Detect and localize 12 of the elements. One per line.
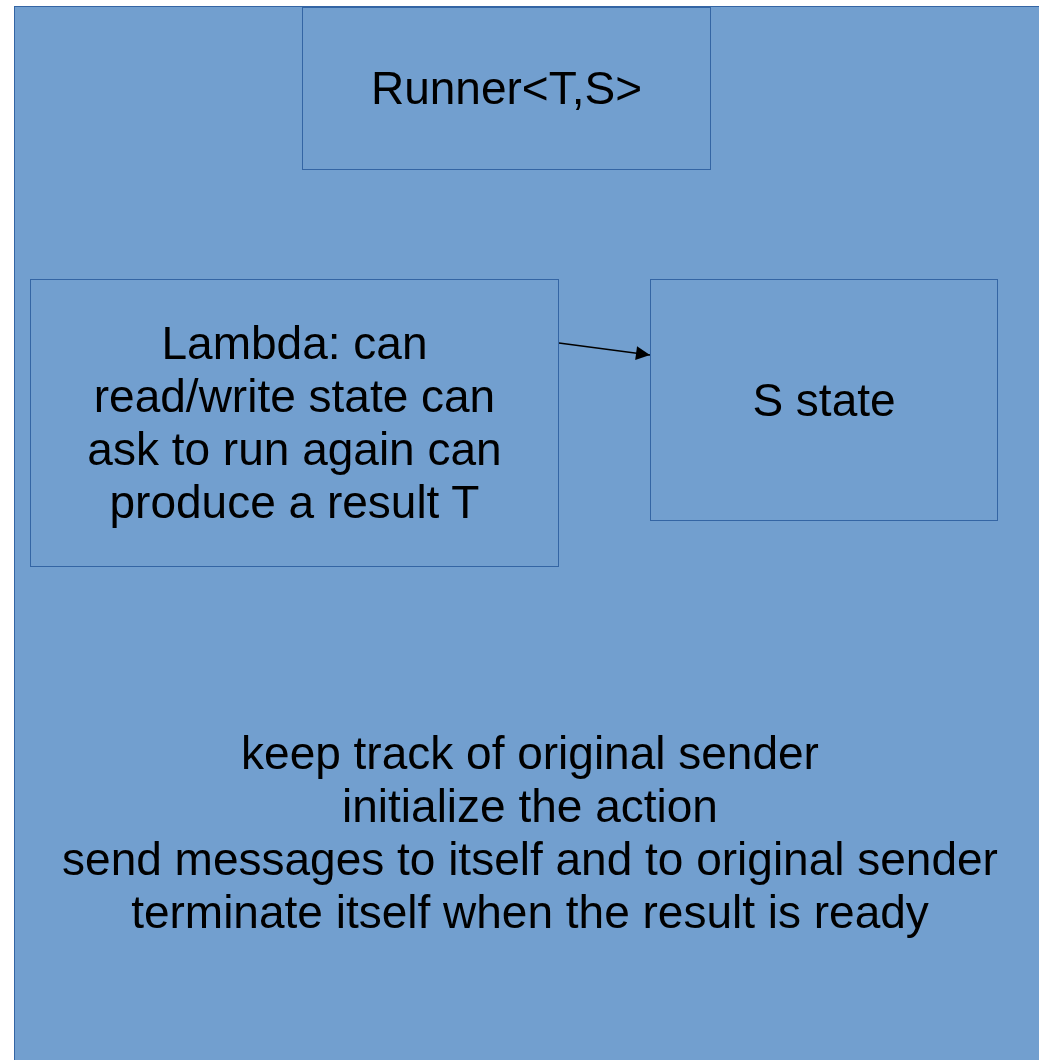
class-box — [302, 7, 711, 170]
description-text: terminate itself when the result is ready — [131, 886, 929, 939]
container-box — [14, 6, 1039, 1060]
node-label: S state — [752, 373, 896, 427]
state-box — [650, 279, 998, 521]
arrow — [558, 342, 651, 361]
lambda-box — [30, 279, 559, 567]
description-text: initialize the action — [342, 780, 718, 833]
node-label: Lambda: can read/write state can ask to run again can produce a result T — [86, 317, 503, 529]
node-label: Runner<T,S> — [370, 62, 643, 115]
description-text: keep track of original sender — [241, 727, 819, 780]
description-text: send messages to itself and to original sender — [62, 833, 998, 886]
